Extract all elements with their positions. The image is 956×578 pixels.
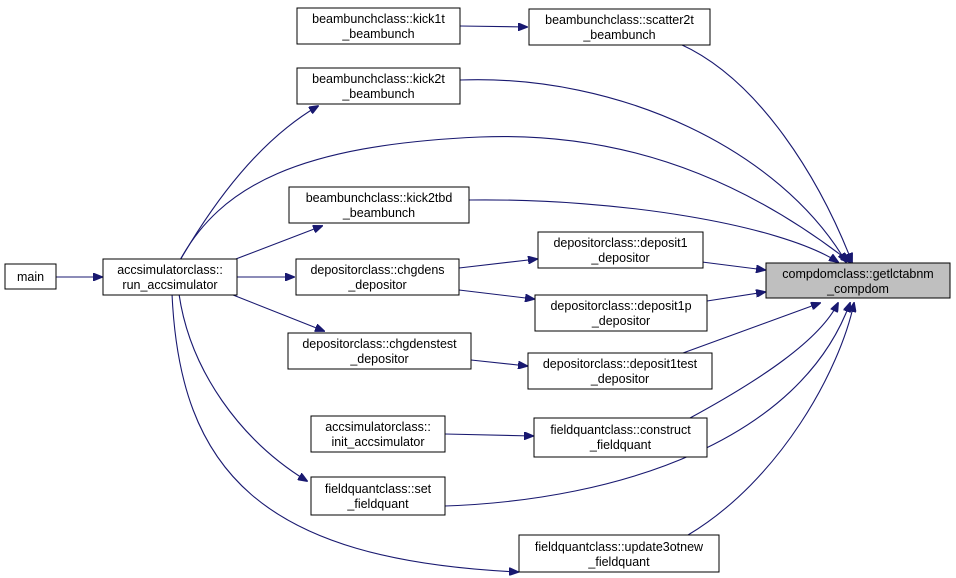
edge-scatter2t-to-getlctabnm [679,43,852,262]
node-kick2tbd[interactable]: beambunchclass::kick2tbd _beambunch [288,186,470,224]
node-getlctabnm-line-1: compdomclass::getlctabnm [782,267,933,281]
node-chgdenstest-line-2: _depositor [349,352,408,366]
edge-run-accsimulator-to-set-fieldquant [178,293,307,481]
node-run-accsimulator[interactable]: accsimulatorclass:: run_accsimulator [102,258,238,296]
node-main-label: main [17,270,44,284]
node-set-fieldquant[interactable]: fieldquantclass::set _fieldquant [310,476,446,516]
node-deposit1p-line-1: depositorclass::deposit1p [550,299,691,313]
edge-run-accsimulator-to-kick2t [178,106,318,263]
node-getlctabnm[interactable]: compdomclass::getlctabnm _compdom [765,262,951,299]
node-chgdens-line-2: _depositor [347,278,406,292]
node-scatter2t-line-1: beambunchclass::scatter2t [545,13,694,27]
node-kick2t-line-1: beambunchclass::kick2t [312,72,445,86]
node-run-accsimulator-line-2: run_accsimulator [122,278,217,292]
node-chgdens[interactable]: depositorclass::chgdens _depositor [295,258,460,296]
node-construct-line-1: fieldquantclass::construct [550,423,691,437]
edge-update3otnew-to-getlctabnm [687,303,854,536]
edge-construct-to-getlctabnm [689,303,838,419]
edge-init-accsimulator-to-construct [444,434,533,436]
node-scatter2t-line-2: _beambunch [582,28,655,42]
edge-kick1t-to-scatter2t [459,26,527,27]
node-deposit1test[interactable]: depositorclass::deposit1test _depositor [527,352,713,390]
node-set-fieldquant-line-1: fieldquantclass::set [325,482,432,496]
node-deposit1p[interactable]: depositorclass::deposit1p _depositor [534,294,708,332]
node-kick2t[interactable]: beambunchclass::kick2t _beambunch [296,67,461,105]
node-deposit1-line-1: depositorclass::deposit1 [553,236,687,250]
node-init-accsimulator-line-2: init_accsimulator [331,435,424,449]
node-kick2t-line-2: _beambunch [341,87,414,101]
edge-run-accsimulator-to-chgdenstest [227,292,324,331]
node-update3otnew-line-1: fieldquantclass::update3otnew [535,540,704,554]
node-deposit1[interactable]: depositorclass::deposit1 _depositor [537,231,704,269]
edge-chgdens-to-deposit1p [458,289,534,299]
edge-chgdens-to-deposit1 [458,259,537,269]
edges [56,26,854,572]
node-chgdenstest-line-1: depositorclass::chgdenstest [302,337,457,351]
node-deposit1test-line-1: depositorclass::deposit1test [543,357,698,371]
node-main[interactable]: main [4,263,57,290]
node-chgdens-line-1: depositorclass::chgdens [310,263,444,277]
node-run-accsimulator-line-1: accsimulatorclass:: [117,263,223,277]
node-update3otnew[interactable]: fieldquantclass::update3otnew _fieldquan… [518,534,720,573]
edge-run-accsimulator-to-update3otnew [171,293,518,572]
node-chgdenstest[interactable]: depositorclass::chgdenstest _depositor [287,332,472,370]
edge-run-accsimulator-to-kick2tbd [227,226,322,263]
node-kick2tbd-line-1: beambunchclass::kick2tbd [306,191,453,205]
node-kick1t[interactable]: beambunchclass::kick1t _beambunch [296,7,461,45]
edge-chgdenstest-to-deposit1test [470,359,527,366]
node-kick2tbd-line-2: _beambunch [342,206,415,220]
node-construct-line-2: _fieldquant [589,438,652,452]
node-deposit1-line-2: _depositor [590,251,649,265]
edge-kick2t-to-getlctabnm [459,79,846,262]
node-construct[interactable]: fieldquantclass::construct _fieldquant [533,417,708,458]
node-set-fieldquant-line-2: _fieldquant [346,497,409,511]
edge-deposit1test-to-getlctabnm [682,303,820,354]
node-deposit1test-line-2: _depositor [590,372,649,386]
edge-set-fieldquant-to-getlctabnm [444,303,850,507]
node-deposit1p-line-2: _depositor [591,314,650,328]
node-init-accsimulator-line-1: accsimulatorclass:: [325,420,431,434]
node-kick1t-line-2: _beambunch [341,27,414,41]
node-update3otnew-line-2: _fieldquant [587,555,650,569]
node-scatter2t[interactable]: beambunchclass::scatter2t _beambunch [528,8,711,46]
edge-run-accsimulator-to-getlctabnm-direct [178,135,850,262]
node-getlctabnm-line-2: _compdom [826,282,889,296]
node-init-accsimulator[interactable]: accsimulatorclass:: init_accsimulator [310,415,446,453]
edge-kick2tbd-to-getlctabnm [468,199,838,262]
node-kick1t-line-1: beambunchclass::kick1t [312,12,445,26]
edge-deposit1p-to-getlctabnm [706,292,765,302]
edge-deposit1-to-getlctabnm [701,261,765,270]
